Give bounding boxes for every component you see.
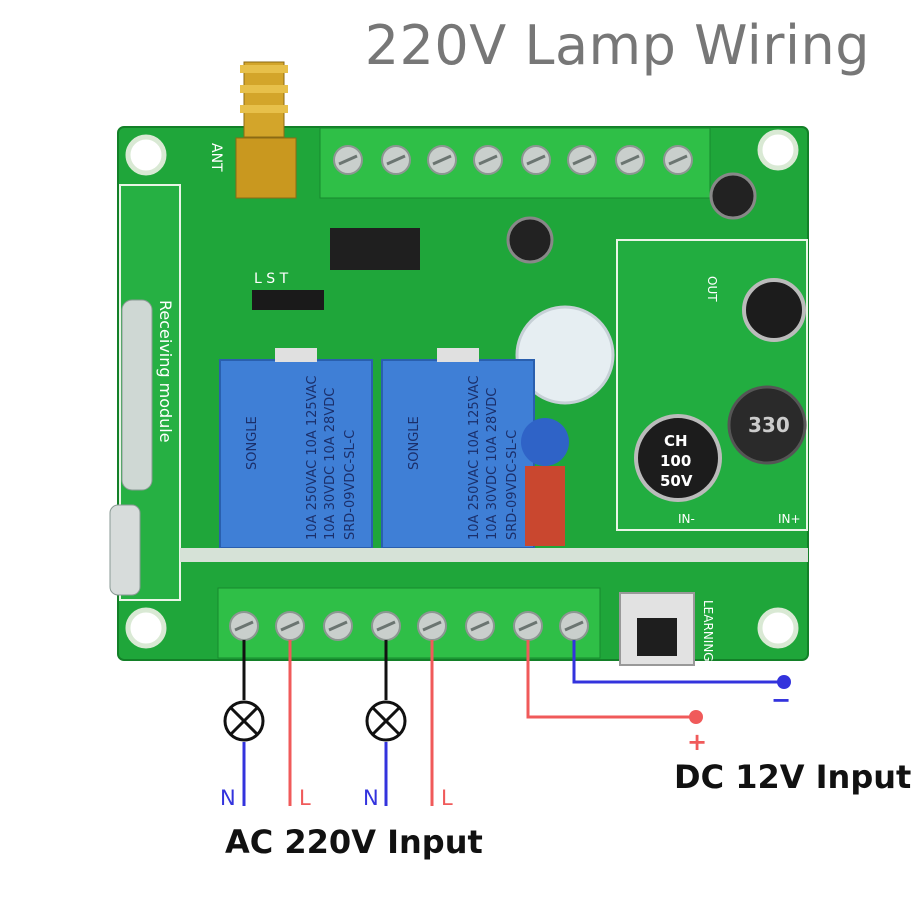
small-electrolytic-capacitor xyxy=(506,216,554,264)
top-screw-4 xyxy=(473,145,503,175)
mounting-holes xyxy=(125,129,799,649)
electrolytic-capacitor-top xyxy=(709,172,757,220)
top-screw-5 xyxy=(521,145,551,175)
dc-positive-terminal xyxy=(689,710,703,724)
top-screw-1 xyxy=(333,145,363,175)
dc-input-label: DC 12V Input xyxy=(674,758,912,796)
relay-1-rating-2: 10A 30VDC 10A 28VDC xyxy=(323,388,338,540)
top-screw-3 xyxy=(427,145,457,175)
top-screw-8 xyxy=(663,145,693,175)
neutral-label-1: N xyxy=(220,786,236,810)
top-screw-2 xyxy=(381,145,411,175)
top-screw-7 xyxy=(615,145,645,175)
bottom-terminal-strip xyxy=(217,587,601,659)
top-terminal-strip xyxy=(319,127,711,199)
bottom-screw-2 xyxy=(275,611,305,641)
top-screw-6 xyxy=(567,145,597,175)
plus-sign: + xyxy=(687,728,708,756)
lst-jumper xyxy=(252,290,324,310)
in-plus-label: IN+ xyxy=(778,512,801,526)
board-divider xyxy=(180,548,808,562)
dc-negative-terminal xyxy=(777,675,791,689)
ant-label: ANT xyxy=(208,143,224,172)
lamp-2-icon xyxy=(365,700,407,742)
neutral-label-2: N xyxy=(363,786,379,810)
capacitor-ch100-25v xyxy=(742,278,806,342)
relay-2-rating-2: 10A 30VDC 10A 28VDC xyxy=(485,388,500,540)
relay-1-model: SRD-09VDC-SL-C xyxy=(343,430,358,540)
live-label-1: L xyxy=(299,786,311,810)
lamp-1-icon xyxy=(223,700,265,742)
bottom-screw-5 xyxy=(417,611,447,641)
learning-label: LEARNING xyxy=(701,600,715,662)
lst-label: L S T xyxy=(254,271,289,287)
diagram-title: 220V Lamp Wiring xyxy=(364,14,870,77)
cap-large-line2: 100 xyxy=(660,452,691,470)
ac-input-label: AC 220V Input xyxy=(225,823,483,861)
capacitor-ch100-50v: CH 100 50V xyxy=(634,414,722,502)
receiver-oscillator xyxy=(109,504,141,596)
relay-1-brand: SONGLE xyxy=(245,416,260,470)
wires xyxy=(223,640,791,806)
antenna-connector xyxy=(235,61,297,199)
bottom-screw-7 xyxy=(513,611,543,641)
bottom-screw-1 xyxy=(229,611,259,641)
relay-1-rating-1: 10A 250VAC 10A 125VAC xyxy=(305,376,320,541)
relay-2-model: SRD-09VDC-SL-C xyxy=(505,430,520,540)
bottom-screw-6 xyxy=(465,611,495,641)
cap-large-line3: 50V xyxy=(660,472,693,490)
inductor-330 xyxy=(727,385,807,465)
cap-large-line1: CH xyxy=(664,432,688,450)
bottom-screw-8 xyxy=(559,611,589,641)
dc-positive-wire xyxy=(526,640,690,719)
ceramic-capacitor xyxy=(521,418,569,466)
receiver-crystal xyxy=(121,299,153,491)
out-label: OUT xyxy=(705,276,719,302)
bottom-terminal-screws xyxy=(229,611,589,641)
in-minus-label: IN- xyxy=(678,512,695,526)
inductor-label: 330 xyxy=(748,413,790,437)
receiving-module-label: Receiving module xyxy=(156,300,175,443)
bottom-screw-3 xyxy=(323,611,353,641)
bottom-screw-4 xyxy=(371,611,401,641)
ic-chip xyxy=(330,228,420,270)
top-terminal-screws xyxy=(333,145,693,175)
relay-2-rating-1: 10A 250VAC 10A 125VAC xyxy=(467,376,482,541)
buzzer xyxy=(515,305,615,405)
relay-2-brand: SONGLE xyxy=(407,416,422,470)
learning-button[interactable] xyxy=(637,618,677,656)
live-label-2: L xyxy=(441,786,453,810)
dc-negative-wire xyxy=(572,640,778,684)
minus-sign: − xyxy=(771,686,792,714)
film-capacitor xyxy=(525,466,565,546)
